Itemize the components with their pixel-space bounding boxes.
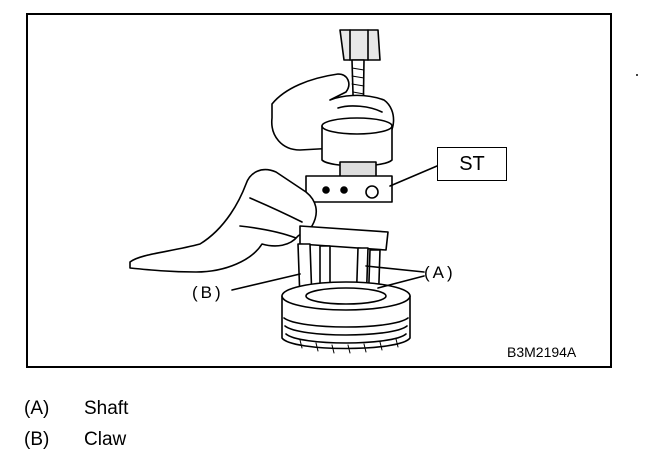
legend-text: Claw — [84, 428, 127, 450]
figure-frame — [26, 13, 612, 368]
st-callout-label: ST — [459, 152, 485, 175]
legend-key: (A) — [24, 397, 50, 419]
claw-callout-label: (B) — [192, 283, 224, 302]
st-callout-box: ST — [437, 147, 507, 181]
legend-text: Shaft — [84, 397, 129, 419]
figure-id: B3M2194A — [507, 344, 577, 360]
shaft-callout-label: (A) — [424, 263, 456, 282]
stray-mark — [636, 74, 638, 76]
legend-row: (B) Claw — [24, 424, 128, 455]
legend-key: (B) — [24, 428, 50, 450]
legend-row: (A) Shaft — [24, 393, 128, 424]
legend: (A) Shaft (B) Claw — [24, 393, 128, 455]
